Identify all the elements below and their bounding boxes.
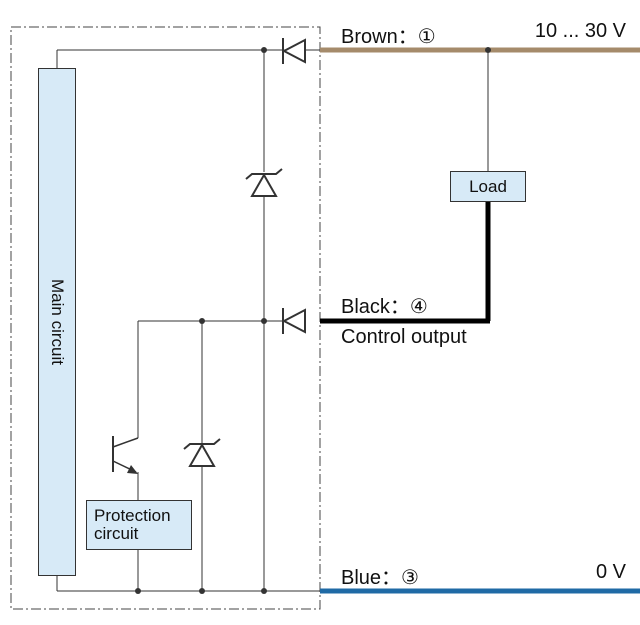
blue-terminal-label: Blue：③ [341,567,419,589]
supply-voltage-label: 10 ... 30 V [534,20,626,42]
main-circuit-label: Main circuit [48,279,67,365]
brown-terminal-label: Brown：① [341,26,436,48]
sensor-enclosure [10,26,321,610]
npn-transistor-icon [112,436,139,474]
protection-circuit-block: Protection circuit [86,500,192,550]
load-block: Load [450,171,526,202]
main-circuit-block: Main circuit [38,68,76,576]
protection-label-line2: circuit [94,524,139,543]
output-junction-dot-2 [261,318,267,324]
load-junction-dot [485,47,491,53]
ground-voltage-label: 0 V [595,561,626,583]
diode-brown-input-icon [281,38,306,64]
diode-output-icon [281,308,306,334]
zener-diode-supply-icon [245,168,283,197]
black-terminal-label: Black：④ [341,296,428,318]
zener-diode-output-icon [183,438,221,467]
protection-label-line1: Protection [94,506,171,525]
load-label: Load [469,176,507,196]
control-output-label: Control output [341,326,467,348]
